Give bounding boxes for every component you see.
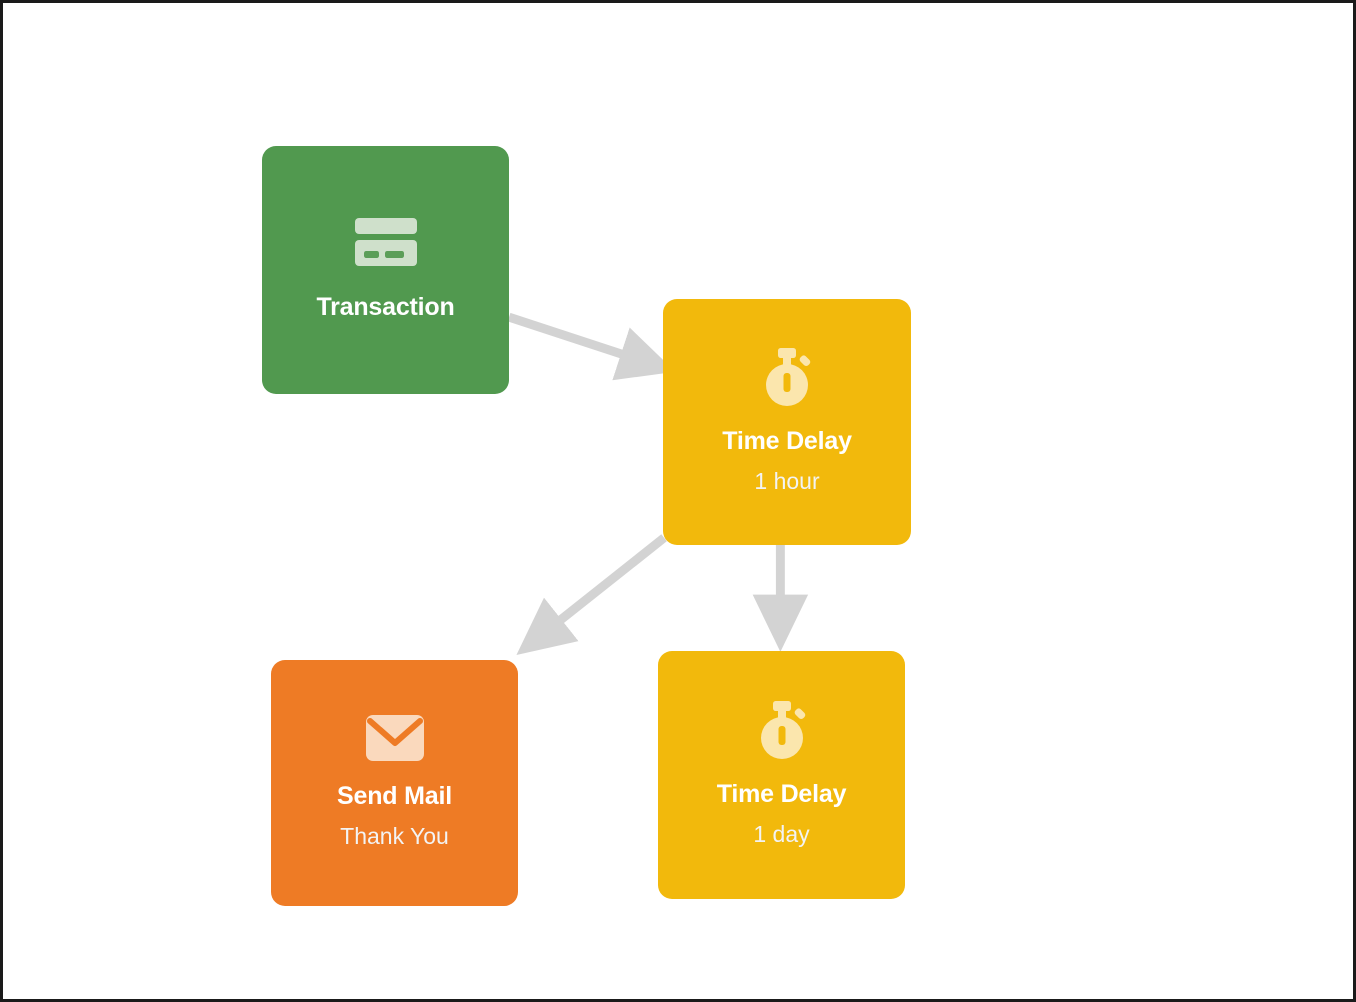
stopwatch-icon <box>759 348 815 411</box>
workflow-node-time-delay-1-day[interactable]: Time Delay 1 day <box>658 651 905 899</box>
node-title: Transaction <box>316 293 455 322</box>
node-subtitle: 1 hour <box>754 468 820 495</box>
node-subtitle: Thank You <box>340 823 449 850</box>
envelope-icon <box>365 715 424 766</box>
workflow-node-send-mail[interactable]: Send Mail Thank You <box>271 660 518 906</box>
workflow-node-transaction[interactable]: Transaction <box>262 146 509 394</box>
connector-delay-1-to-send-mail <box>516 534 667 655</box>
node-subtitle: 1 day <box>753 821 810 848</box>
workflow-node-time-delay-1-hour[interactable]: Time Delay 1 hour <box>663 299 911 545</box>
workflow-canvas[interactable]: Transaction Time Delay 1 hour <box>3 3 1353 999</box>
credit-card-icon <box>354 218 417 271</box>
node-title: Time Delay <box>722 427 852 456</box>
stopwatch-icon <box>754 701 810 764</box>
connector-transaction-to-delay-1 <box>507 312 676 381</box>
node-title: Send Mail <box>337 782 452 811</box>
node-title: Time Delay <box>716 780 847 809</box>
